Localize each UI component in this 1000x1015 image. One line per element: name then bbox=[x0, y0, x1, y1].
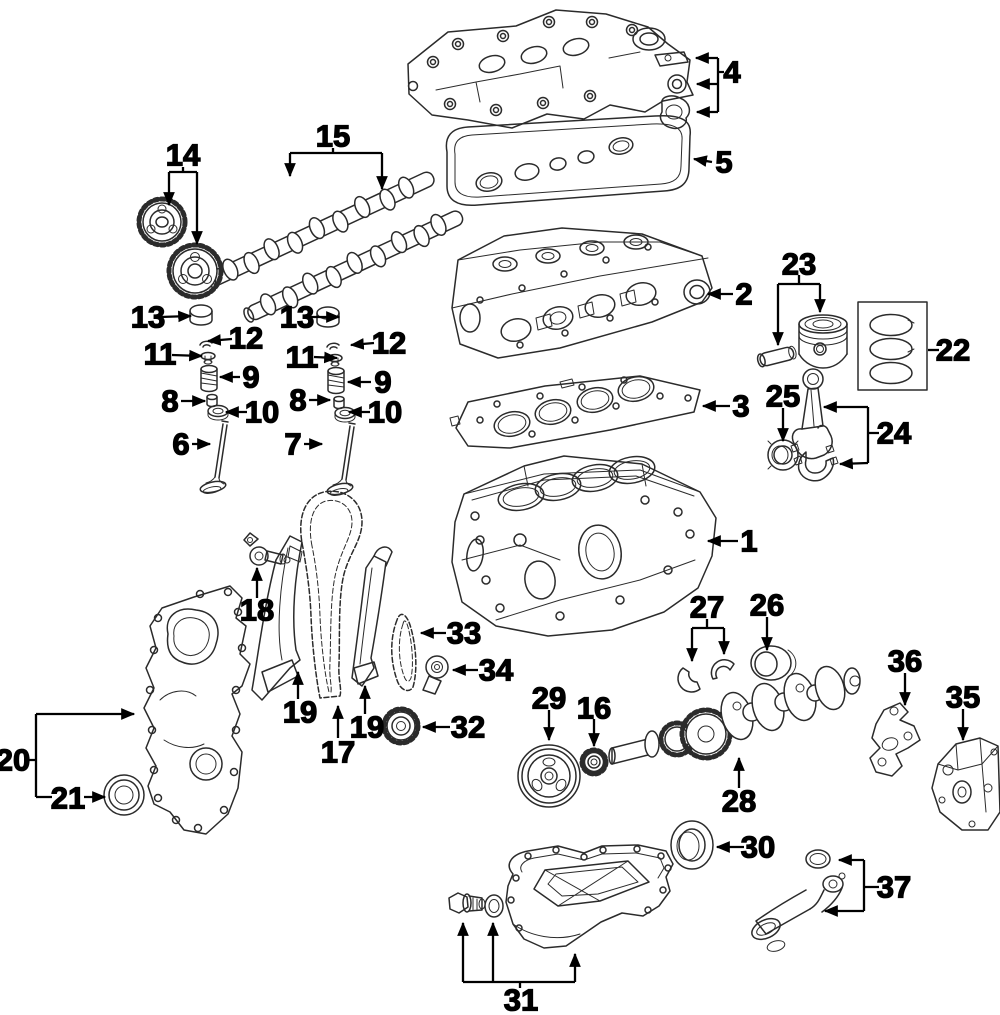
part-crank-pulley bbox=[517, 744, 581, 808]
part-oil-pan bbox=[505, 844, 674, 949]
part-piston bbox=[798, 314, 848, 369]
callout-18[interactable]: 18 bbox=[239, 592, 275, 628]
part-front-cover bbox=[143, 585, 251, 835]
callout-32[interactable]: 32 bbox=[450, 709, 486, 745]
part-camshaft-intake bbox=[205, 171, 435, 289]
part-cam-sprocket-lower bbox=[166, 242, 224, 300]
diagram-artwork bbox=[103, 9, 1000, 952]
part-front-seal bbox=[103, 774, 145, 816]
callout-25[interactable]: 25 bbox=[765, 378, 801, 414]
callout-11[interactable]: 11 bbox=[285, 339, 319, 375]
part-rear-seal bbox=[670, 820, 714, 870]
callout-9[interactable]: 9 bbox=[374, 364, 393, 400]
callout-10[interactable]: 10 bbox=[367, 394, 403, 430]
callout-8[interactable]: 8 bbox=[161, 383, 180, 419]
callout-24[interactable]: 24 bbox=[876, 415, 913, 451]
part-rod-cap bbox=[793, 451, 839, 482]
callout-27[interactable]: 27 bbox=[689, 589, 725, 625]
callout-28[interactable]: 28 bbox=[721, 783, 757, 819]
callout-15[interactable]: 15 bbox=[315, 118, 351, 154]
callout-29[interactable]: 29 bbox=[531, 680, 567, 716]
callout-33[interactable]: 33 bbox=[446, 615, 482, 651]
part-drain-gasket bbox=[484, 894, 504, 918]
part-piston-pin bbox=[756, 345, 797, 368]
callout-13[interactable]: 13 bbox=[279, 299, 315, 335]
callout-23[interactable]: 23 bbox=[781, 246, 817, 282]
part-crank-sprocket bbox=[381, 706, 421, 746]
callout-31[interactable]: 31 bbox=[503, 982, 539, 1015]
callout-19[interactable]: 19 bbox=[349, 709, 385, 745]
part-chain-tensioner bbox=[422, 655, 449, 695]
part-crank-gear bbox=[579, 747, 609, 777]
callout-30[interactable]: 30 bbox=[740, 829, 776, 865]
callout-14[interactable]: 14 bbox=[165, 137, 202, 173]
callout-1[interactable]: 1 bbox=[740, 523, 759, 559]
part-crankshaft bbox=[608, 665, 861, 765]
callout-21[interactable]: 21 bbox=[50, 780, 86, 816]
part-grommet bbox=[667, 74, 687, 94]
part-cam-sprocket-upper bbox=[136, 196, 188, 248]
callout-10[interactable]: 10 bbox=[244, 394, 280, 430]
callout-leaders bbox=[24, 52, 969, 988]
callout-4[interactable]: 4 bbox=[723, 54, 742, 90]
callout-12[interactable]: 12 bbox=[228, 320, 264, 356]
callout-11[interactable]: 11 bbox=[143, 336, 177, 372]
callout-17[interactable]: 17 bbox=[320, 734, 356, 770]
part-thrust-washers bbox=[677, 659, 735, 693]
callout-20[interactable]: 20 bbox=[0, 742, 31, 778]
part-cylinder-head bbox=[451, 227, 713, 359]
part-piston-rings bbox=[857, 301, 928, 391]
part-bracket bbox=[869, 702, 921, 777]
callout-37[interactable]: 37 bbox=[876, 869, 912, 905]
callout-3[interactable]: 3 bbox=[732, 388, 751, 424]
part-timing-chain bbox=[300, 490, 363, 699]
callout-19[interactable]: 19 bbox=[282, 694, 318, 730]
part-connecting-rod bbox=[790, 368, 835, 460]
callout-5[interactable]: 5 bbox=[715, 144, 734, 180]
callout-8[interactable]: 8 bbox=[289, 382, 308, 418]
callout-36[interactable]: 36 bbox=[887, 643, 923, 679]
callout-2[interactable]: 2 bbox=[735, 276, 754, 312]
part-engine-block bbox=[451, 455, 717, 637]
part-head-gasket bbox=[449, 375, 701, 449]
part-main-bearing bbox=[750, 645, 797, 681]
callout-22[interactable]: 22 bbox=[935, 332, 971, 368]
callout-7[interactable]: 7 bbox=[284, 426, 303, 462]
callout-34[interactable]: 34 bbox=[478, 652, 515, 688]
part-camshaft-exhaust bbox=[243, 210, 464, 323]
part-valve-cover-gasket bbox=[445, 114, 692, 207]
part-valve-cover bbox=[407, 9, 694, 129]
callout-13[interactable]: 13 bbox=[130, 299, 166, 335]
callout-35[interactable]: 35 bbox=[945, 679, 981, 715]
callout-9[interactable]: 9 bbox=[242, 359, 261, 395]
part-rubber-cap bbox=[659, 95, 691, 130]
callout-12[interactable]: 12 bbox=[371, 325, 407, 361]
callout-16[interactable]: 16 bbox=[576, 690, 612, 726]
callout-26[interactable]: 26 bbox=[749, 587, 785, 623]
callout-6[interactable]: 6 bbox=[172, 426, 191, 462]
part-oil-pump-chain bbox=[391, 613, 417, 692]
part-tensioner-plunger bbox=[243, 532, 291, 566]
